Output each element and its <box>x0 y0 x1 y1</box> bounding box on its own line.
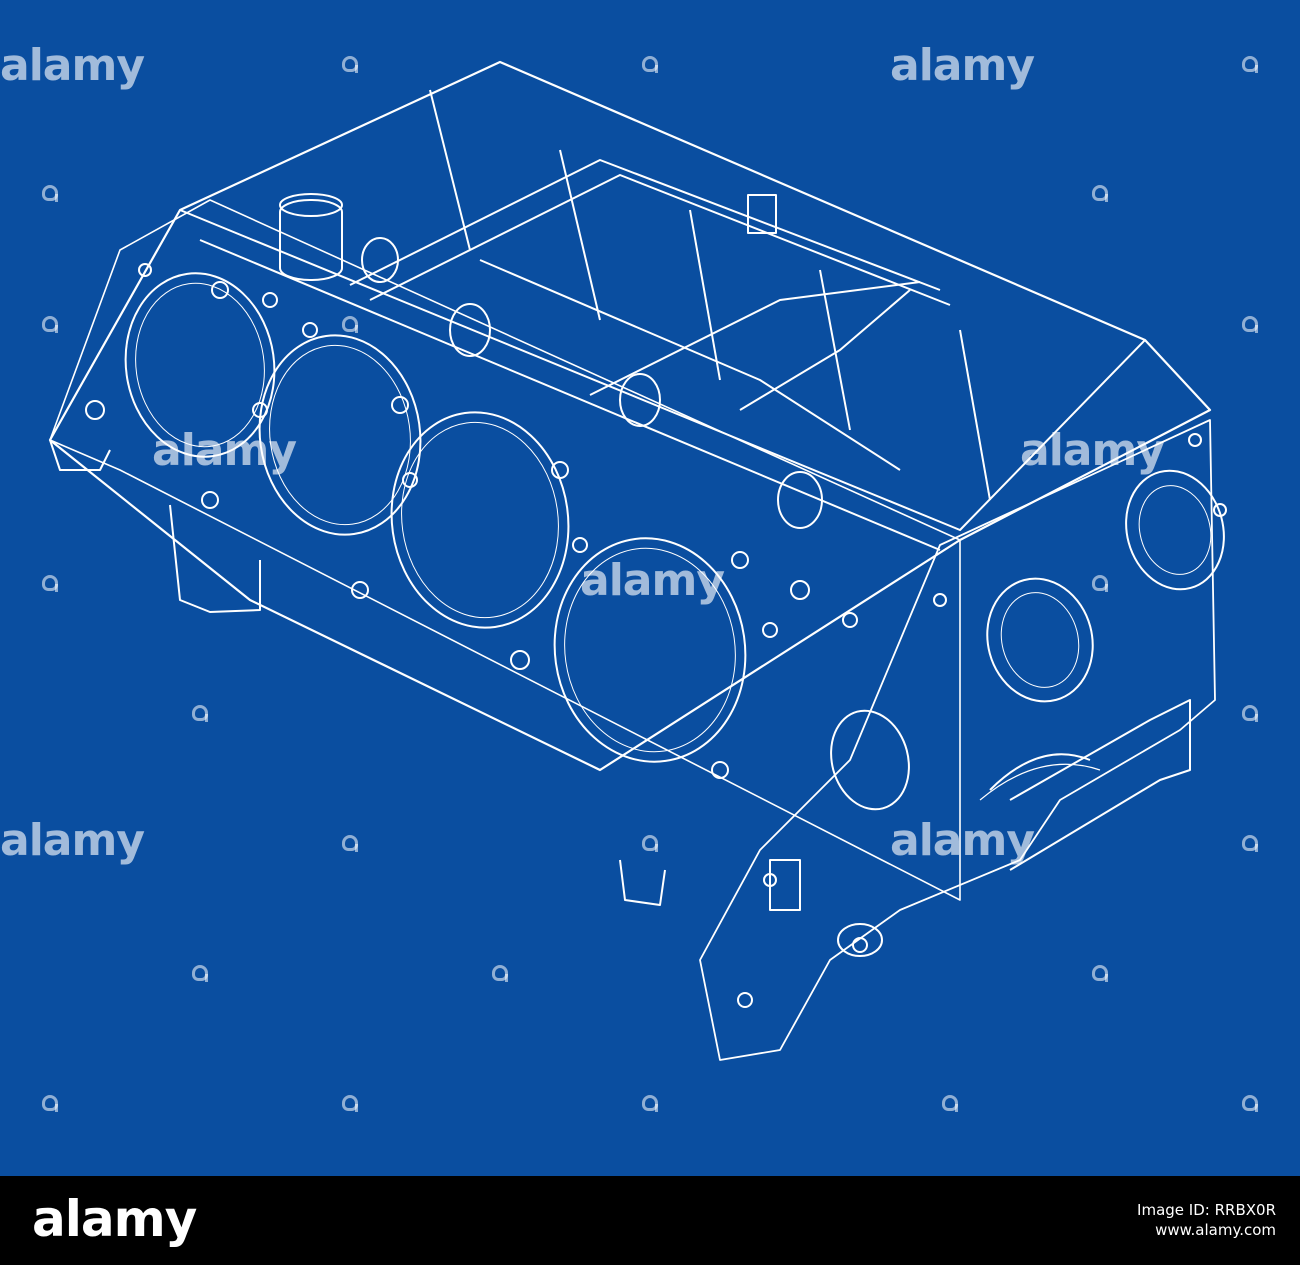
watermark-glyph-icon <box>1092 185 1108 202</box>
watermark-glyph-icon <box>42 575 58 592</box>
watermark-glyph-icon <box>192 965 208 982</box>
watermark-glyph-icon <box>1242 56 1258 73</box>
watermark-glyph-icon <box>342 1095 358 1112</box>
watermark-glyph-icon <box>642 56 658 73</box>
watermark-glyph-icon <box>192 705 208 722</box>
watermark-glyph-icon <box>1242 705 1258 722</box>
watermark-glyph-icon <box>1242 316 1258 333</box>
engine-block-drawing <box>48 60 1227 1061</box>
footer-bar: alamy Image ID: RRBX0R www.alamy.com <box>0 1176 1300 1265</box>
watermark-glyph-icon <box>642 835 658 852</box>
watermark-glyph-icon <box>342 316 358 333</box>
watermark-glyph-icon <box>492 965 508 982</box>
site-url[interactable]: www.alamy.com <box>1155 1221 1276 1239</box>
image-id-label: Image ID: <box>1137 1201 1210 1219</box>
image-id-block: Image ID: RRBX0R www.alamy.com <box>1137 1200 1276 1240</box>
watermark-glyph-icon <box>42 185 58 202</box>
watermark-glyph-icon <box>1092 575 1108 592</box>
watermark-glyph-icon <box>942 1095 958 1112</box>
alamy-logo[interactable]: alamy <box>32 1190 197 1248</box>
watermark-glyph-icon <box>42 316 58 333</box>
watermark-glyph-icon <box>1242 1095 1258 1112</box>
image-id-value: RRBX0R <box>1214 1201 1276 1219</box>
image-canvas: alamy alamy alamy alamy alamy alamy alam… <box>0 0 1300 1176</box>
watermark-glyph-icon <box>342 56 358 73</box>
watermark-glyph-icon <box>642 1095 658 1112</box>
watermark-glyph-icon <box>342 835 358 852</box>
watermark-glyph-icon <box>1092 965 1108 982</box>
watermark-glyph-icon <box>42 1095 58 1112</box>
watermark-glyph-icon <box>1242 835 1258 852</box>
